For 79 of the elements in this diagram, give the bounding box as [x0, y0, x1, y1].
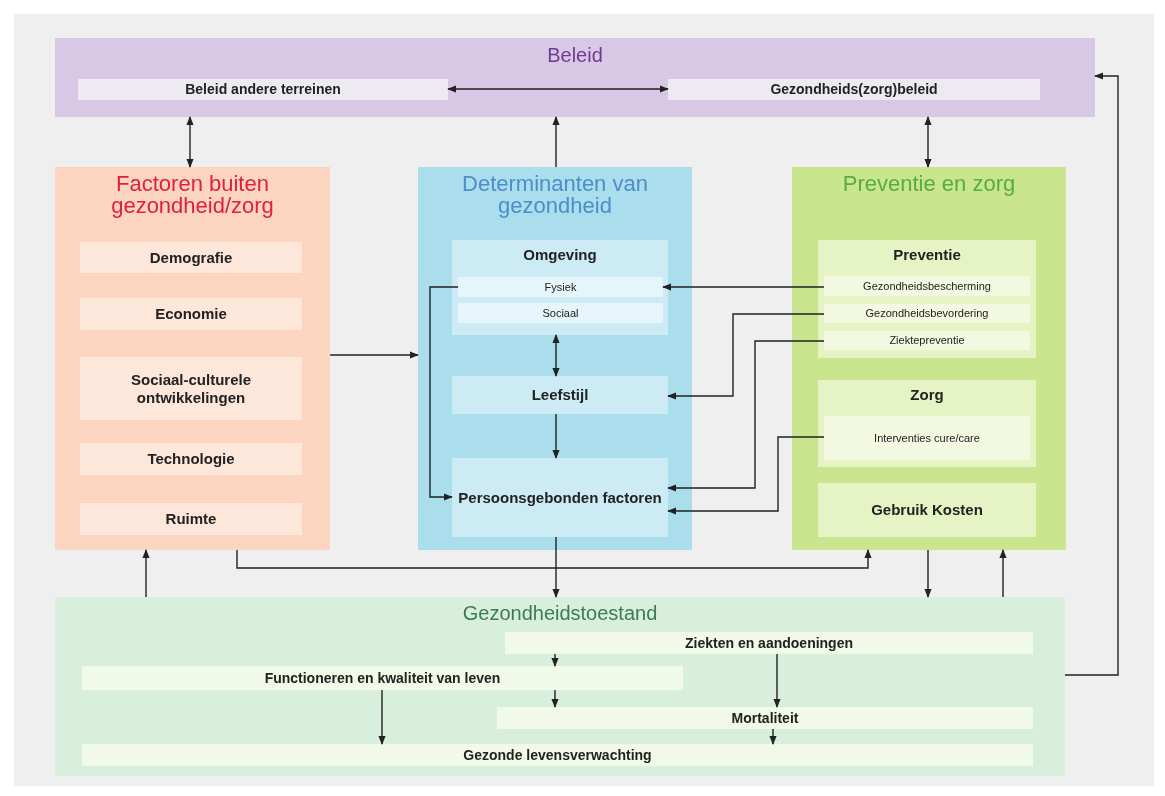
panel-title: Omgeving: [522, 246, 598, 264]
label-box: [458, 277, 663, 297]
node-label: Mortaliteit: [730, 709, 800, 727]
label-box: [818, 483, 1036, 537]
arrow: [551, 653, 559, 667]
arrow: [552, 334, 560, 377]
label-box: [497, 707, 1033, 729]
label-box: [78, 79, 448, 100]
arrow: [236, 549, 872, 569]
label-box: [82, 666, 683, 690]
arrow: [769, 728, 777, 745]
group-panel: [818, 380, 1036, 467]
node-label: Beleid andere terreinen: [184, 81, 342, 98]
panel-title: Zorg: [909, 386, 945, 404]
node-label: Functioneren en kwaliteit van leven: [263, 669, 502, 687]
label-box: [668, 79, 1040, 100]
node-label: Interventies cure/care: [873, 431, 981, 445]
panel-title: Preventie: [892, 246, 962, 264]
node-label: Gezondheids(zorg)beleid: [769, 81, 939, 98]
label-box: [452, 376, 668, 414]
node-label: Leefstijl: [530, 386, 590, 404]
arrow: [667, 340, 825, 492]
label-box: [80, 242, 302, 273]
arrow: [1064, 72, 1119, 676]
label-box: [824, 276, 1030, 296]
panel-title: Determinanten van gezondheid: [461, 173, 649, 217]
arrow: [142, 549, 150, 598]
group-panel: [792, 167, 1066, 550]
label-box: [80, 443, 302, 475]
arrow: [667, 436, 825, 515]
group-panel: [452, 240, 668, 335]
arrow: [924, 549, 932, 598]
node-label: Technologie: [146, 450, 236, 468]
arrow: [667, 313, 825, 400]
node-label: Ziekten en aandoeningen: [684, 634, 854, 652]
panel-title: Beleid: [546, 44, 604, 67]
node-label: Fysiek: [543, 280, 578, 294]
panel-title: Preventie en zorg: [841, 173, 1017, 195]
arrow: [329, 351, 419, 359]
node-label: Demografie: [148, 248, 234, 267]
node-label: Economie: [154, 305, 228, 323]
arrow: [552, 413, 560, 459]
group-panel: [55, 597, 1065, 776]
label-box: [80, 357, 302, 420]
arrow: [186, 116, 194, 168]
node-label: Gebruik Kosten: [870, 501, 984, 519]
node-label: Gezondheidsbevordering: [864, 307, 990, 320]
label-box: [80, 298, 302, 330]
group-panel: [418, 167, 692, 550]
node-label: Sociaal: [541, 306, 580, 320]
arrow: [429, 286, 459, 501]
label-box: [824, 331, 1030, 350]
label-box: [452, 458, 668, 537]
node-label: Gezondheidsbescherming: [862, 279, 992, 293]
label-box: [824, 416, 1030, 460]
label-box: [82, 744, 1033, 766]
node-label: Persoonsgebonden factoren: [457, 488, 663, 507]
arrow: [552, 116, 560, 168]
node-label: Gezonde levensverwachting: [462, 746, 653, 764]
label-box: [824, 304, 1030, 323]
arrow: [551, 689, 559, 708]
node-label: Ruimte: [164, 510, 218, 528]
arrow: [552, 536, 560, 598]
group-panel: [818, 240, 1036, 358]
group-panel: [55, 167, 330, 550]
arrow: [378, 689, 386, 745]
arrow: [773, 653, 781, 708]
node-label: Sociaal-culturele ontwikkelingen: [129, 371, 252, 406]
arrow: [447, 85, 669, 93]
arrow: [924, 116, 932, 168]
arrow: [999, 549, 1007, 598]
arrow: [662, 283, 825, 291]
label-box: [505, 632, 1033, 654]
label-box: [80, 503, 302, 535]
panel-title: Factoren buiten gezondheid/zorg: [110, 173, 275, 217]
node-label: Ziektepreventie: [888, 334, 966, 347]
panel-title: Gezondheidstoestand: [461, 602, 659, 625]
group-panel: [55, 38, 1095, 117]
label-box: [458, 303, 663, 323]
